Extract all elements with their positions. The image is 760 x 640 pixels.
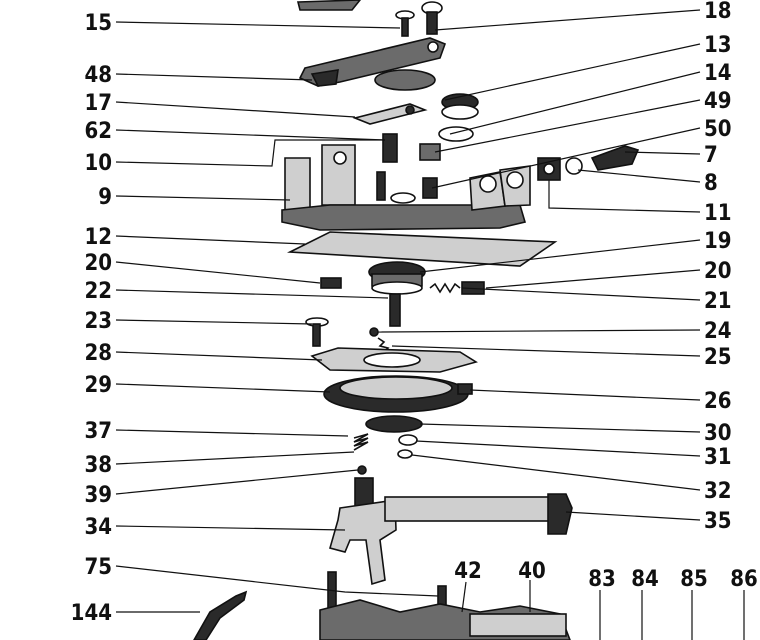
part-shift-fork-34 [329, 477, 397, 586]
part-gasket-12 [286, 231, 558, 267]
part-screw-10 [376, 171, 386, 201]
callout-20-right: 20 [704, 259, 732, 284]
part-gear-29 [323, 375, 469, 413]
part-ball-39 [357, 465, 367, 475]
part-spring-21 [429, 282, 461, 294]
part-screw-23 [305, 317, 329, 347]
callout-35: 35 [704, 509, 732, 534]
part-144 [193, 590, 248, 640]
callout-31: 31 [704, 445, 732, 470]
part-pin-62 [382, 133, 398, 163]
part-washer-31 [398, 434, 418, 446]
callout-50: 50 [704, 117, 732, 142]
part-nut-49 [419, 143, 441, 161]
part-lower-assembly [319, 571, 571, 640]
callout-12: 12 [84, 225, 112, 250]
callout-75: 75 [84, 555, 112, 580]
callout-144: 144 [71, 601, 112, 626]
callout-11: 11 [704, 201, 732, 226]
part-gear-19 [368, 261, 426, 295]
part-spring-26 [457, 383, 473, 395]
part-disc-18 [374, 69, 436, 91]
parts-drawing [193, 0, 640, 640]
part-bearing-13 [441, 93, 479, 120]
callout-10: 10 [84, 151, 112, 176]
callout-23: 23 [84, 309, 112, 334]
callout-42: 42 [454, 559, 482, 584]
part-washer [390, 192, 416, 204]
part-block-20-left [320, 277, 342, 289]
part-plate-17 [352, 103, 428, 125]
callout-22: 22 [84, 279, 112, 304]
callout-37: 37 [84, 419, 112, 444]
callout-85: 85 [680, 567, 708, 592]
callout-17: 17 [84, 91, 112, 116]
callout-34: 34 [84, 515, 112, 540]
callout-13: 13 [704, 33, 732, 58]
part-shaft-35 [384, 493, 573, 535]
part-spring-38 [353, 433, 369, 451]
callout-83: 83 [588, 567, 616, 592]
part-housing-9 [281, 144, 531, 231]
part-nut-32 [397, 449, 413, 459]
callout-7: 7 [704, 143, 718, 168]
callout-49: 49 [704, 89, 732, 114]
callout-84: 84 [631, 567, 659, 592]
callout-29: 29 [84, 373, 112, 398]
callout-20-left: 20 [84, 251, 112, 276]
callout-28: 28 [84, 341, 112, 366]
callout-62: 62 [84, 119, 112, 144]
callout-18: 18 [704, 0, 732, 24]
callout-40: 40 [518, 559, 546, 584]
callout-9: 9 [98, 185, 112, 210]
part-bolt-7 [590, 145, 640, 171]
part-screw-15 [395, 10, 415, 37]
callout-48: 48 [84, 63, 112, 88]
callout-14: 14 [704, 61, 732, 86]
callout-8: 8 [704, 171, 718, 196]
part-lever-48 [298, 37, 447, 87]
part-bolt-top [421, 1, 443, 35]
callout-30: 30 [704, 421, 732, 446]
callout-labels: 15 48 17 62 10 9 12 20 22 23 28 29 37 38… [71, 0, 758, 626]
part-plate-28 [310, 347, 478, 373]
part-pin-22 [389, 293, 401, 327]
callout-39: 39 [84, 483, 112, 508]
callout-26: 26 [704, 389, 732, 414]
callout-38: 38 [84, 453, 112, 478]
callout-21: 21 [704, 289, 732, 314]
callout-19: 19 [704, 229, 732, 254]
leader-lines [115, 9, 745, 640]
part-spring-50 [422, 177, 438, 199]
callout-32: 32 [704, 479, 732, 504]
part-ball-24 [369, 327, 379, 337]
part-ring-30 [365, 415, 423, 433]
callout-24: 24 [704, 319, 732, 344]
callout-25: 25 [704, 345, 732, 370]
callout-86: 86 [730, 567, 758, 592]
callout-15: 15 [84, 11, 112, 36]
part-ring-8 [565, 157, 583, 175]
